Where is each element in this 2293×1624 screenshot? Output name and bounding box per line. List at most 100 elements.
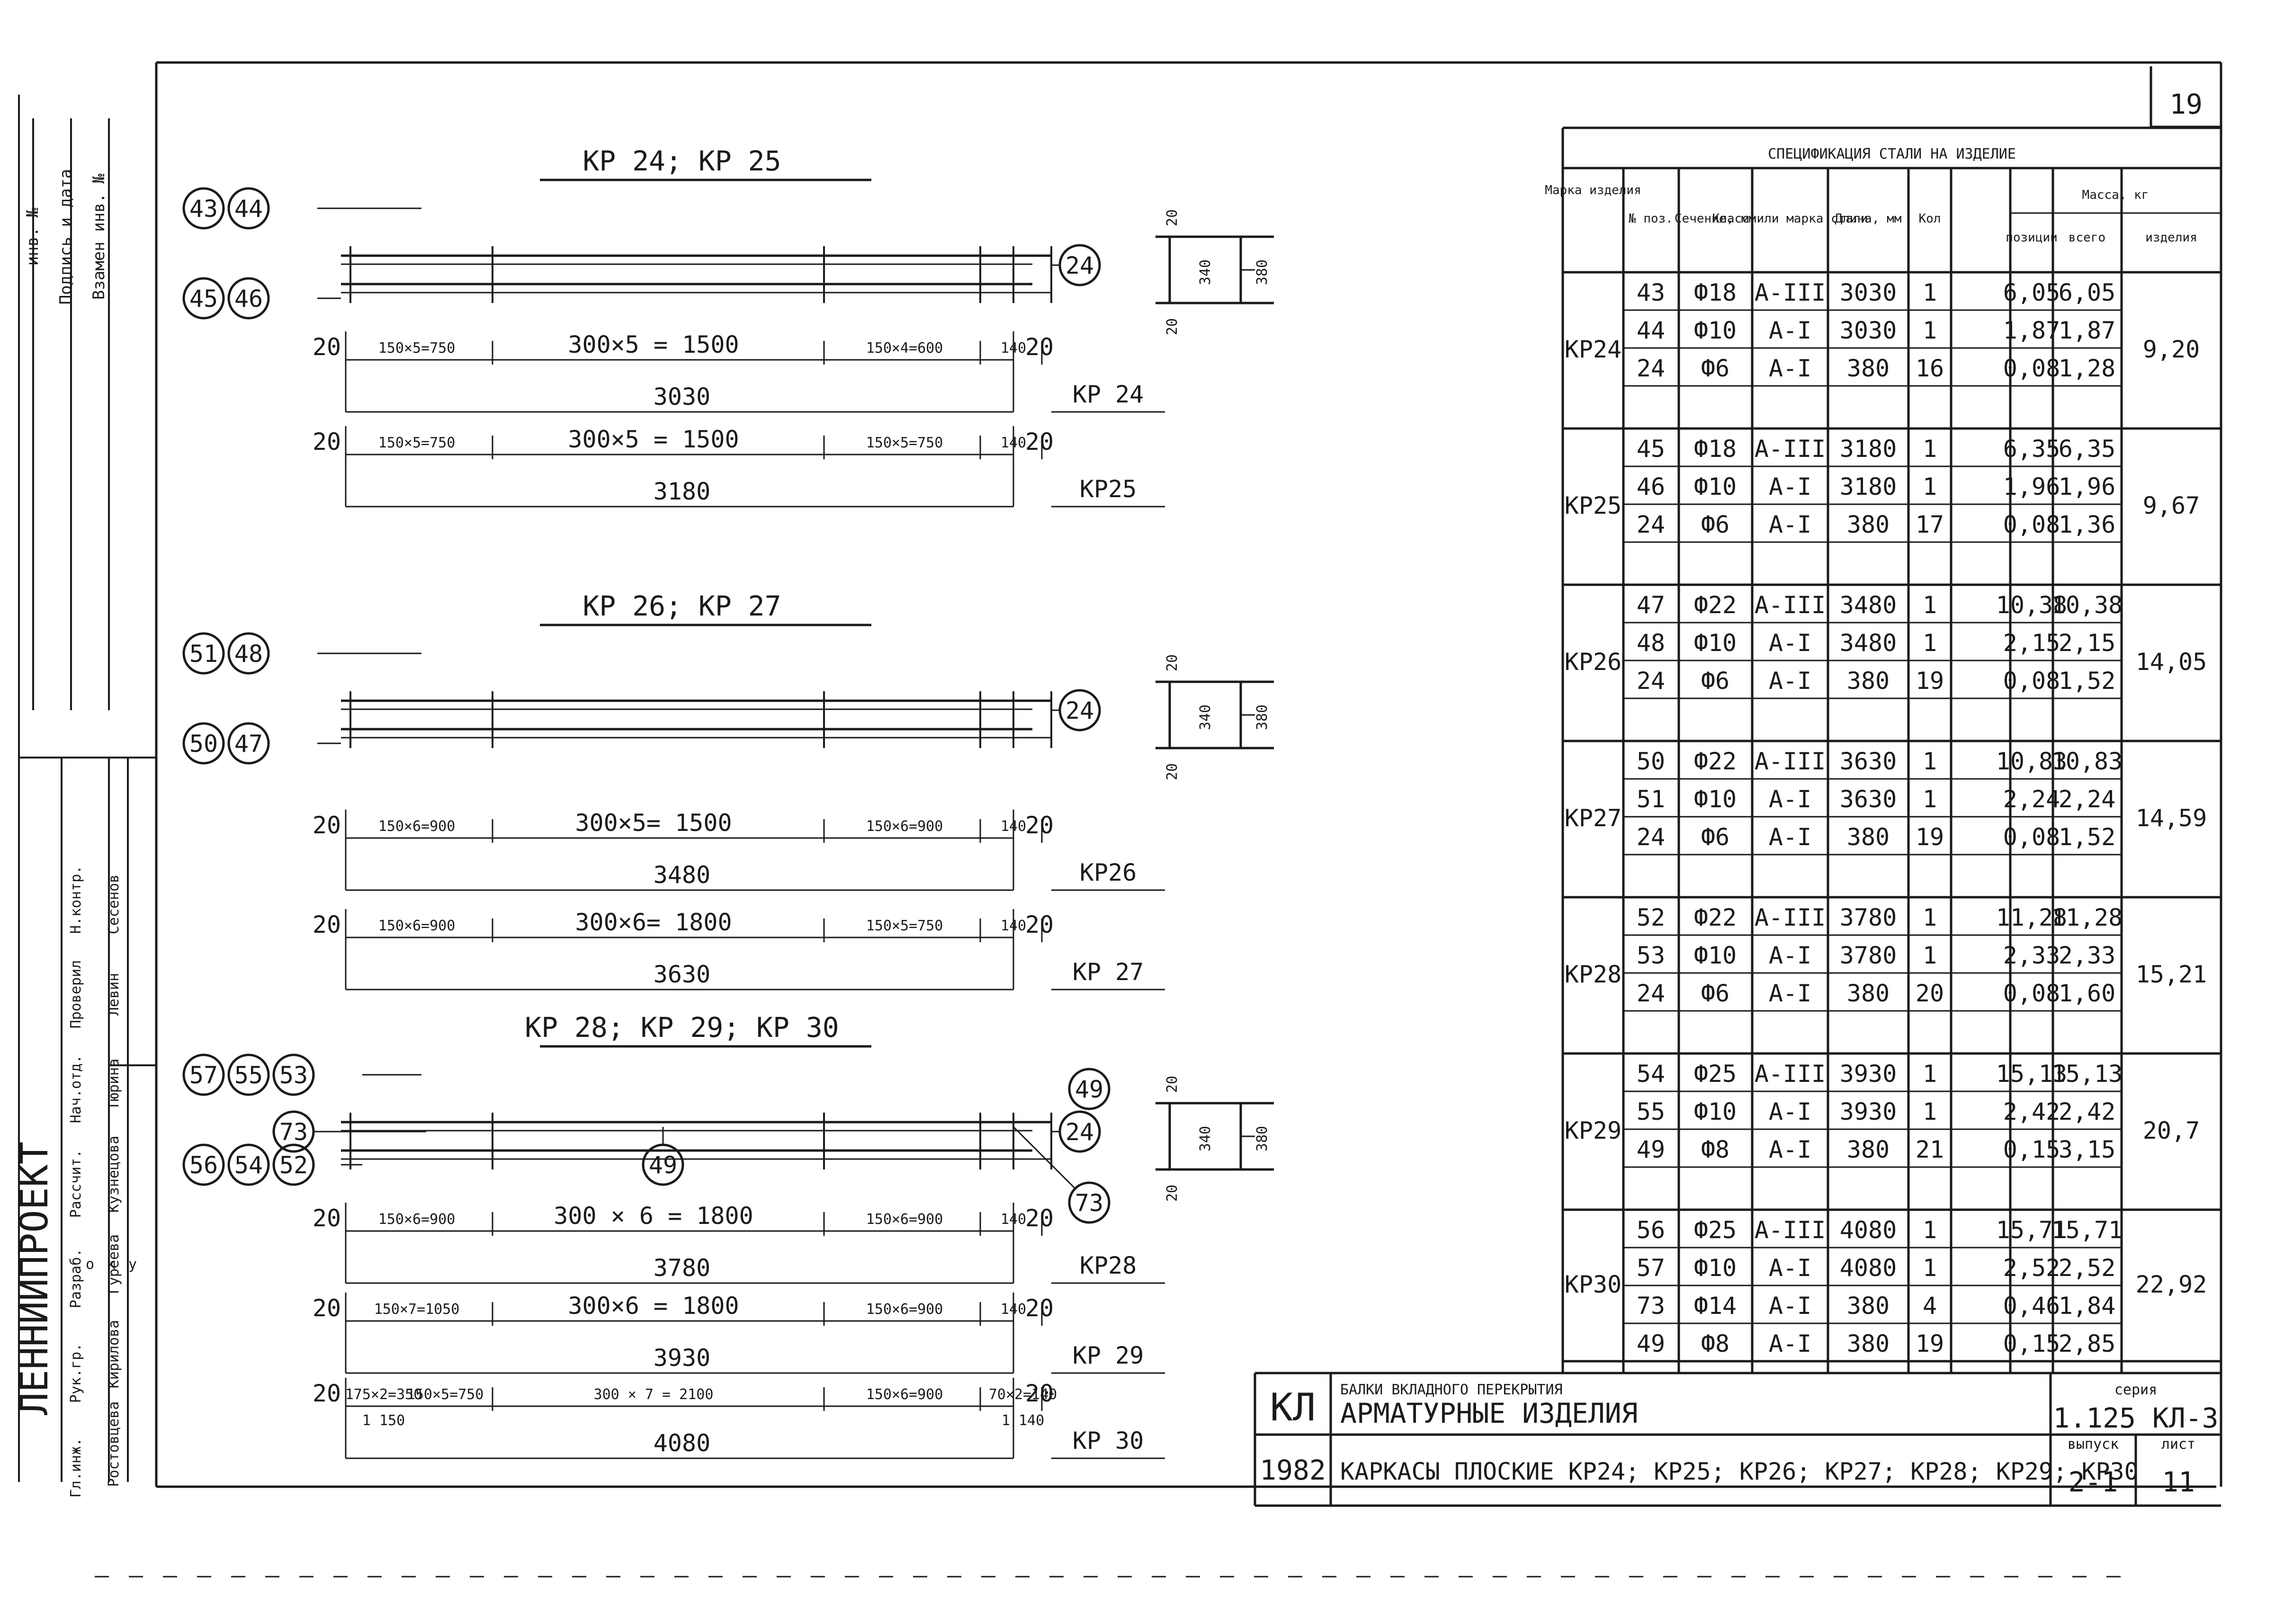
section-bottom-cover: 20	[1164, 763, 1181, 780]
spec-cell: 49	[1637, 1330, 1665, 1357]
section-top-cover: 20	[1164, 1076, 1181, 1093]
spec-cell: Ф10	[1694, 1098, 1737, 1125]
total-length: 3030	[654, 383, 710, 410]
section-height-inner: 340	[1197, 705, 1214, 730]
spec-cell: А-I	[1769, 317, 1811, 344]
spec-cell: 51	[1637, 785, 1665, 813]
section-bottom-cover: 20	[1164, 1185, 1181, 1202]
spec-cell: 2,24	[2059, 785, 2115, 813]
spec-cell: А-I	[1769, 511, 1811, 538]
leader-right-low	[1012, 1126, 1076, 1189]
spec-cell: 380	[1847, 823, 1890, 851]
dim-right-cover: 20	[1025, 911, 1054, 938]
spec-cell: А-I	[1769, 667, 1811, 695]
spec-cell: 11,28	[1996, 904, 2068, 931]
spec-cell: 11,28	[2051, 904, 2123, 931]
spec-cell: 1,84	[2059, 1292, 2115, 1320]
spec-cell: 1	[1923, 785, 1937, 813]
spec-cell: 2,24	[2003, 785, 2060, 813]
drawing-title: КР 26; КР 27	[582, 590, 781, 622]
spec-cell: 3480	[1840, 629, 1897, 657]
spec-cell: 6,05	[2003, 279, 2060, 306]
strip-role: Проверил	[68, 960, 84, 1029]
spec-cell: Ф25	[1694, 1216, 1737, 1244]
section-height-outer: 380	[1254, 259, 1271, 285]
spec-group-mark: КР30	[1565, 1271, 1621, 1298]
section-height-inner: 340	[1197, 1126, 1214, 1151]
spec-group-mark: КР28	[1565, 961, 1621, 988]
spec-cell: 24	[1637, 355, 1665, 382]
spec-cell: А-I	[1769, 942, 1811, 969]
spec-cell: 10,83	[1996, 748, 2068, 775]
spec-cell: 3180	[1840, 473, 1897, 500]
spec-cell: 380	[1847, 980, 1890, 1007]
dim-segment: 300×6= 1800	[575, 909, 732, 936]
spec-cell: А-I	[1769, 1292, 1811, 1320]
spec-cell: 0,08	[2003, 511, 2060, 538]
dim-segment: 140	[1001, 1211, 1026, 1228]
spec-cell: 1	[1923, 904, 1937, 931]
position-marker: 44	[234, 195, 263, 223]
titleblock-year: 1982	[1260, 1454, 1326, 1486]
dim-left-cover: 20	[313, 911, 341, 938]
spec-group-mark: КР24	[1565, 336, 1621, 363]
total-length: 3780	[654, 1254, 710, 1282]
titleblock-line2: АРМАТУРНЫЕ ИЗДЕЛИЯ	[1340, 1397, 1638, 1429]
dim-segment: 140	[1001, 818, 1026, 835]
spec-cell: 0,08	[2003, 355, 2060, 382]
spec-cell: 52	[1637, 904, 1665, 931]
spec-group-mass: 22,92	[2136, 1271, 2207, 1298]
spec-cell: А-I	[1769, 1330, 1811, 1357]
position-marker-circle	[227, 722, 270, 765]
spec-cell: 10,83	[2051, 748, 2123, 775]
dim-segment: 150×6=900	[866, 1211, 943, 1228]
dim-segment: 300×5 = 1500	[568, 426, 739, 453]
spec-cell: А-I	[1769, 1098, 1811, 1125]
position-marker: 50	[189, 730, 218, 758]
spec-cell: 49	[1637, 1136, 1665, 1163]
dim-segment: 70×2=140	[989, 1386, 1057, 1403]
spec-cell: 1	[1923, 942, 1937, 969]
spec-cell: А-I	[1769, 355, 1811, 382]
spec-cell: Ф8	[1701, 1136, 1729, 1163]
position-marker-circle	[227, 1143, 270, 1186]
th-pos: № поз.	[1629, 212, 1673, 226]
spec-cell: Ф6	[1701, 980, 1729, 1007]
spec-cell: 0,15	[2003, 1330, 2060, 1357]
position-marker: 46	[234, 285, 263, 312]
section-bottom-cover: 20	[1164, 318, 1181, 335]
spec-cell: 6,05	[2059, 279, 2115, 306]
section-top-cover: 20	[1164, 654, 1181, 671]
total-length: 3180	[654, 478, 710, 505]
dim-right-cover: 20	[1025, 812, 1054, 839]
spec-cell: 6,35	[2059, 435, 2115, 463]
th-length: Длина, мм	[1835, 212, 1902, 226]
dim-segment: 150×7=1050	[374, 1301, 460, 1318]
spec-cell: Ф10	[1694, 317, 1737, 344]
position-marker-circle	[182, 722, 225, 765]
spec-cell: 4080	[1840, 1216, 1897, 1244]
spec-cell: А-III	[1755, 748, 1826, 775]
strip-role: Рук.гр.	[68, 1343, 84, 1403]
position-marker: 53	[279, 1062, 308, 1089]
position-marker-circle	[272, 1053, 315, 1096]
spec-cell: 2,85	[2059, 1330, 2115, 1357]
strip-name: Гуреева	[106, 1234, 122, 1294]
strip-role: Рассчит.	[68, 1150, 84, 1218]
spec-cell: 0,08	[2003, 667, 2060, 695]
spec-cell: А-I	[1769, 473, 1811, 500]
spec-cell: 2,15	[2003, 629, 2060, 657]
spec-cell: 1	[1923, 1216, 1937, 1244]
dim-segment: 150×6=900	[378, 918, 456, 934]
position-marker: 52	[279, 1151, 308, 1179]
position-marker: 73	[1075, 1189, 1103, 1217]
spec-cell: Ф10	[1694, 785, 1737, 813]
position-marker-circle	[227, 632, 270, 675]
dim-segment: 150×6=900	[378, 818, 456, 835]
th-mass-pos: позиции	[2006, 231, 2058, 245]
spec-cell: 21	[1916, 1136, 1944, 1163]
spec-cell: 380	[1847, 511, 1890, 538]
strip-note: Взамен инв. №	[90, 173, 108, 300]
dim-segment: 150×5=750	[378, 340, 456, 357]
